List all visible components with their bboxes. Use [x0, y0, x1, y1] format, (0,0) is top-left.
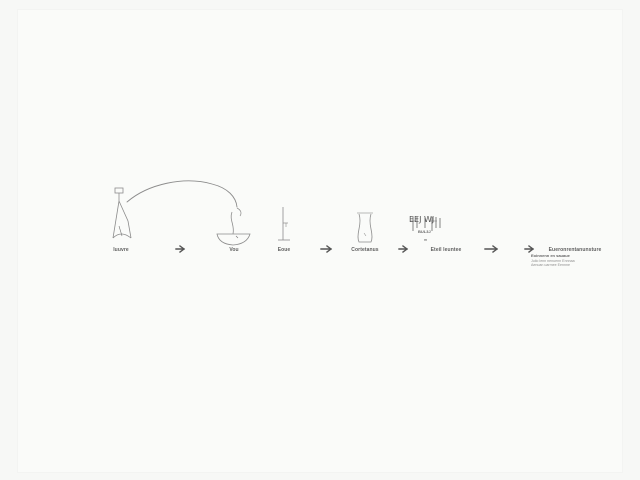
- note-line-2: Aenuan uarmee Eennne: [531, 263, 570, 267]
- stage-label-1: luuvre: [113, 247, 129, 253]
- stand-icon: [112, 187, 132, 239]
- top-glyph-mark: EEJ WJ: [409, 215, 435, 224]
- stage-label-2: Vou: [229, 247, 239, 253]
- note-line-1: Juiio lenn nenuenn Ennnaa: [531, 259, 575, 263]
- stage-label-4: Cortetanus: [351, 247, 379, 253]
- flow-arrows: [175, 245, 535, 253]
- stage-label-6: Eueronrentanunsture: [548, 247, 602, 253]
- tiny-mark: m: [424, 238, 427, 242]
- rod-icon: [278, 207, 290, 241]
- stage-label-3: Eoue: [277, 247, 291, 253]
- connection-arc: [126, 180, 238, 208]
- note-title: Eoinnenn en sauaue: [531, 253, 570, 258]
- vase-icon: [357, 212, 373, 243]
- under-glyph-mark: BUL3J: [418, 229, 431, 234]
- bars-icon: [410, 217, 441, 231]
- diagram-card: [18, 10, 622, 472]
- bowl-icon: [216, 207, 251, 246]
- stage-label-5: Eteil leuntee: [430, 247, 462, 253]
